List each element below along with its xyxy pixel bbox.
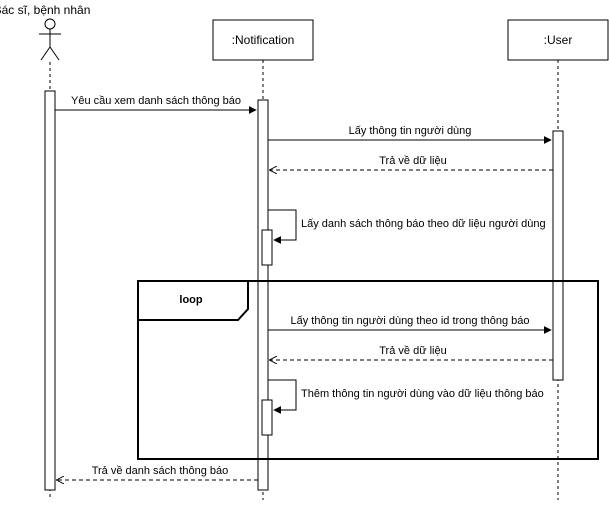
message-7-label: Thêm thông tin người dùng vào dữ liệu th… [301, 388, 544, 400]
participant-user: :User [507, 19, 609, 61]
message-4-label: Lấy danh sách thông báo theo dữ liệu ngư… [301, 218, 546, 230]
loop-frame [137, 280, 599, 460]
message-6-label: Trả về dữ liệu [379, 345, 446, 357]
actor-right-leg [49, 46, 60, 61]
participant-notification-box [212, 19, 314, 61]
user-activation [552, 130, 564, 381]
message-4-arrow [268, 209, 297, 244]
notification-activation [257, 99, 269, 491]
loop-fragment: loop [137, 280, 599, 460]
participant-user-label: :User [544, 33, 573, 47]
actor-head-icon [44, 18, 56, 30]
message-5-label: Lấy thông tin người dùng theo id trong t… [290, 315, 529, 327]
actor-left-leg [40, 46, 51, 61]
message-2-label: Lấy thông tin người dùng [349, 125, 472, 137]
message-7-arrow [268, 379, 297, 414]
loop-label: loop [179, 294, 202, 306]
actor: Bác sĩ, bệnh nhân [0, 3, 90, 61]
self-activation-2 [261, 399, 273, 436]
participant-notification: :Notification [212, 19, 314, 61]
message-3-label: Trả về dữ liệu [379, 155, 446, 167]
loop-label-tab [138, 280, 249, 321]
self-activation-1 [261, 229, 273, 266]
participant-notification-label: :Notification [232, 33, 295, 47]
participant-user-box [507, 19, 609, 61]
message-1-label: Yêu cầu xem danh sách thông báo [71, 95, 241, 107]
actor-activation [44, 90, 56, 491]
message-8-label: Trả về danh sách thông báo [92, 465, 229, 477]
actor-label: Bác sĩ, bệnh nhân [0, 3, 90, 17]
